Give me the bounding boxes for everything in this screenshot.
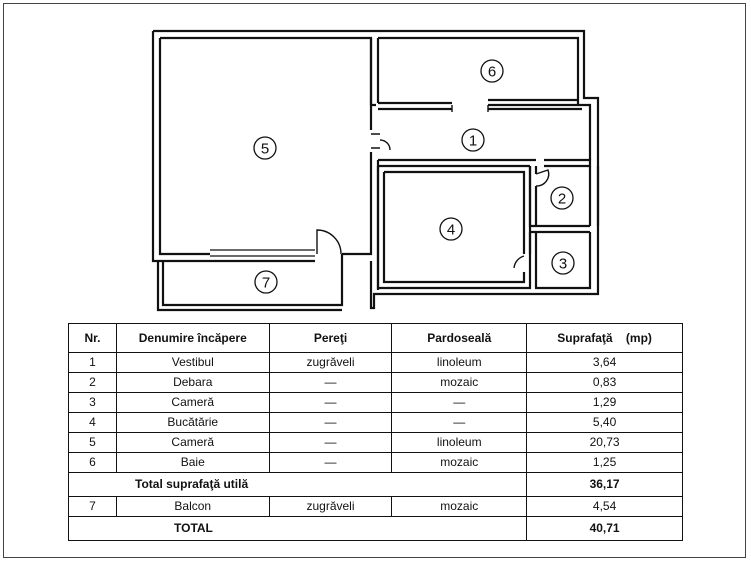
cell-name: Cameră: [115, 392, 270, 413]
table-row: 3 Cameră — — 1,29: [68, 392, 683, 413]
cell-area: 5,40: [526, 412, 683, 433]
door-room4: [513, 255, 525, 269]
table-row: 4 Bucătărie — — 5,40: [68, 412, 683, 433]
room-marker-7: [254, 270, 278, 294]
cell-walls: —: [268, 392, 393, 413]
useful-total-label: Total suprafaţă utilă: [67, 472, 528, 497]
table-row: 1 Vestibul zugrăveli linoleum 3,64: [68, 352, 683, 373]
cell-floor: mozaic: [391, 372, 528, 393]
cell-walls: zugrăveli: [268, 496, 393, 517]
room-label-1: 1: [469, 133, 477, 150]
page-frame: [3, 3, 746, 558]
door-room2: [535, 169, 550, 187]
table-header-row: Nr. Denumire încăpere Pereţi Pardoseală …: [68, 323, 683, 353]
grand-total-row: TOTAL 40,71: [67, 516, 683, 541]
cell-area: 3,64: [526, 352, 683, 373]
room-label-4: 4: [447, 222, 455, 239]
cell-walls: —: [268, 452, 393, 473]
wall-outer: [151, 29, 600, 310]
cell-area: 0,83: [526, 372, 683, 393]
cell-walls: —: [268, 432, 393, 453]
header-area: Suprafaţă (mp): [526, 323, 683, 353]
header-name: Denumire încăpere: [115, 323, 270, 353]
wall-room2: [528, 166, 600, 228]
cell-name: Bucătărie: [115, 412, 270, 433]
room-label-6: 6: [488, 64, 496, 81]
header-walls: Pereţi: [268, 323, 393, 353]
cell-name: Debara: [115, 372, 270, 393]
cell-nr: 7: [68, 496, 117, 517]
room-marker-5: [253, 136, 277, 160]
header-nr: Nr.: [68, 323, 117, 353]
table-row: 2 Debara — mozaic 0,83: [68, 372, 683, 393]
room-marker-2: [550, 186, 574, 210]
cell-walls: zugrăveli: [268, 352, 393, 373]
table-row: 6 Baie — mozaic 1,25: [68, 452, 683, 473]
door-room5: [371, 133, 391, 151]
room-marker-3: [551, 251, 575, 275]
room-label-2: 2: [558, 191, 566, 208]
cell-nr: 6: [68, 452, 117, 473]
cell-nr: 2: [68, 372, 117, 393]
cell-walls: —: [268, 372, 393, 393]
useful-total-row: Total suprafaţă utilă 36,17: [67, 472, 683, 497]
cell-floor: —: [391, 392, 528, 413]
cell-area: 1,29: [526, 392, 683, 413]
useful-total-area: 36,17: [526, 472, 683, 497]
balcony-window: [210, 249, 315, 257]
cell-area: 4,54: [526, 496, 683, 517]
wall-room6: [378, 36, 580, 105]
cell-floor: linoleum: [391, 432, 528, 453]
cell-walls: —: [268, 412, 393, 433]
room-marker-1: [461, 128, 485, 152]
cell-area: 20,73: [526, 432, 683, 453]
wall-balcony: [156, 254, 344, 312]
cell-name: Vestibul: [115, 352, 270, 373]
wall-room3: [528, 230, 592, 290]
cell-name: Cameră: [115, 432, 270, 453]
grand-total-label: TOTAL: [67, 516, 528, 541]
cell-name: Balcon: [115, 496, 270, 517]
cell-nr: 3: [68, 392, 117, 413]
balcony-row: 7 Balcon zugrăveli mozaic 4,54: [68, 496, 683, 517]
cell-area: 1,25: [526, 452, 683, 473]
wall-room6-lower: [378, 103, 592, 160]
table-row: 5 Cameră — linoleum 20,73: [68, 432, 683, 453]
door-room6: [451, 105, 489, 112]
cell-floor: linoleum: [391, 352, 528, 373]
grand-total-area: 40,71: [526, 516, 683, 541]
rooms-table: Nr. Denumire încăpere Pereţi Pardoseală …: [67, 323, 683, 541]
door-balcony: [316, 229, 342, 255]
cell-name: Baie: [115, 452, 270, 473]
room-marker-4: [439, 217, 463, 241]
cell-floor: mozaic: [391, 452, 528, 473]
room-label-7: 7: [262, 275, 270, 292]
cell-floor: mozaic: [391, 496, 528, 517]
room-marker-6: [480, 59, 504, 83]
header-floor: Pardoseală: [391, 323, 528, 353]
wall-vestibule-bottom: [378, 158, 592, 168]
room-label-5: 5: [261, 141, 269, 158]
floor-plan: 5 6 1 4 2 3 7: [151, 29, 600, 312]
cell-nr: 4: [68, 412, 117, 433]
cell-nr: 5: [68, 432, 117, 453]
cell-floor: —: [391, 412, 528, 433]
room-label-3: 3: [559, 256, 567, 273]
wall-room5-right: [342, 38, 380, 290]
cell-nr: 1: [68, 352, 117, 373]
